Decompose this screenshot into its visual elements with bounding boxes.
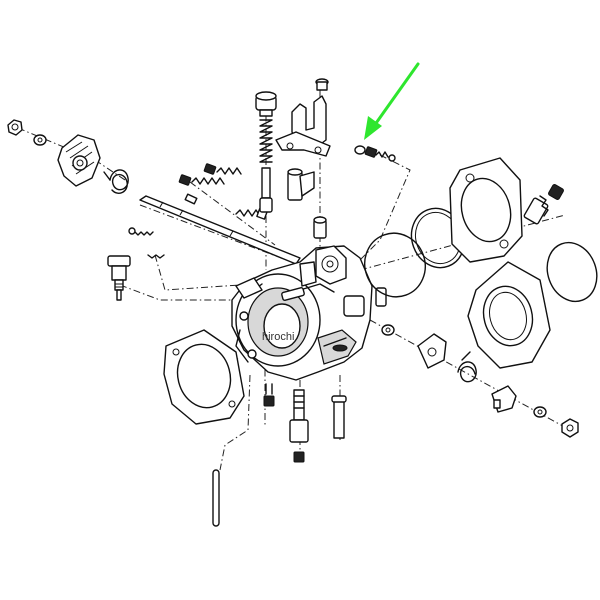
throttle-lever-part <box>57 134 101 187</box>
float-pin-part <box>212 469 220 527</box>
idle-screw-upper-part <box>203 163 242 175</box>
watermark-text: hirochi <box>262 331 294 343</box>
fitting-left-part <box>107 255 131 301</box>
right-nut-part <box>561 418 579 438</box>
drain-screw-part <box>263 383 275 407</box>
throttle-shaft-part <box>139 195 301 265</box>
carburetor-body <box>231 245 387 381</box>
small-spring-screw-part <box>128 227 154 236</box>
right-washer-2-part <box>533 406 547 418</box>
right-spring-part <box>457 351 477 383</box>
bowl-plug-part <box>313 216 327 239</box>
pilot-bracket-part <box>275 78 331 157</box>
left-flange-gasket-part <box>163 329 245 425</box>
callout-arrow <box>364 62 420 140</box>
pilot-screw-part <box>354 145 396 162</box>
throttle-shaft-washer <box>33 134 47 146</box>
small-spring-part <box>147 254 165 259</box>
intake-manifold-part <box>467 261 551 369</box>
main-jet-part <box>289 389 309 463</box>
needle-rod-part <box>259 167 273 213</box>
throttle-shaft-nut <box>7 119 23 136</box>
manifold-o-ring-part <box>546 241 598 303</box>
right-cam-part <box>417 333 447 369</box>
right-washer-part <box>381 324 395 336</box>
throttle-return-spring-part <box>103 169 129 194</box>
mounting-bolt-part <box>523 184 564 225</box>
flange-gasket-part <box>449 157 523 263</box>
slide-part <box>287 168 315 201</box>
idle-screw-left-part <box>178 174 225 186</box>
needle-cap-part <box>255 91 277 117</box>
idle-jet-part <box>331 395 347 439</box>
right-lever-part <box>491 385 517 413</box>
shaft-screw-part <box>184 193 198 205</box>
needle-spring-part <box>259 119 273 163</box>
